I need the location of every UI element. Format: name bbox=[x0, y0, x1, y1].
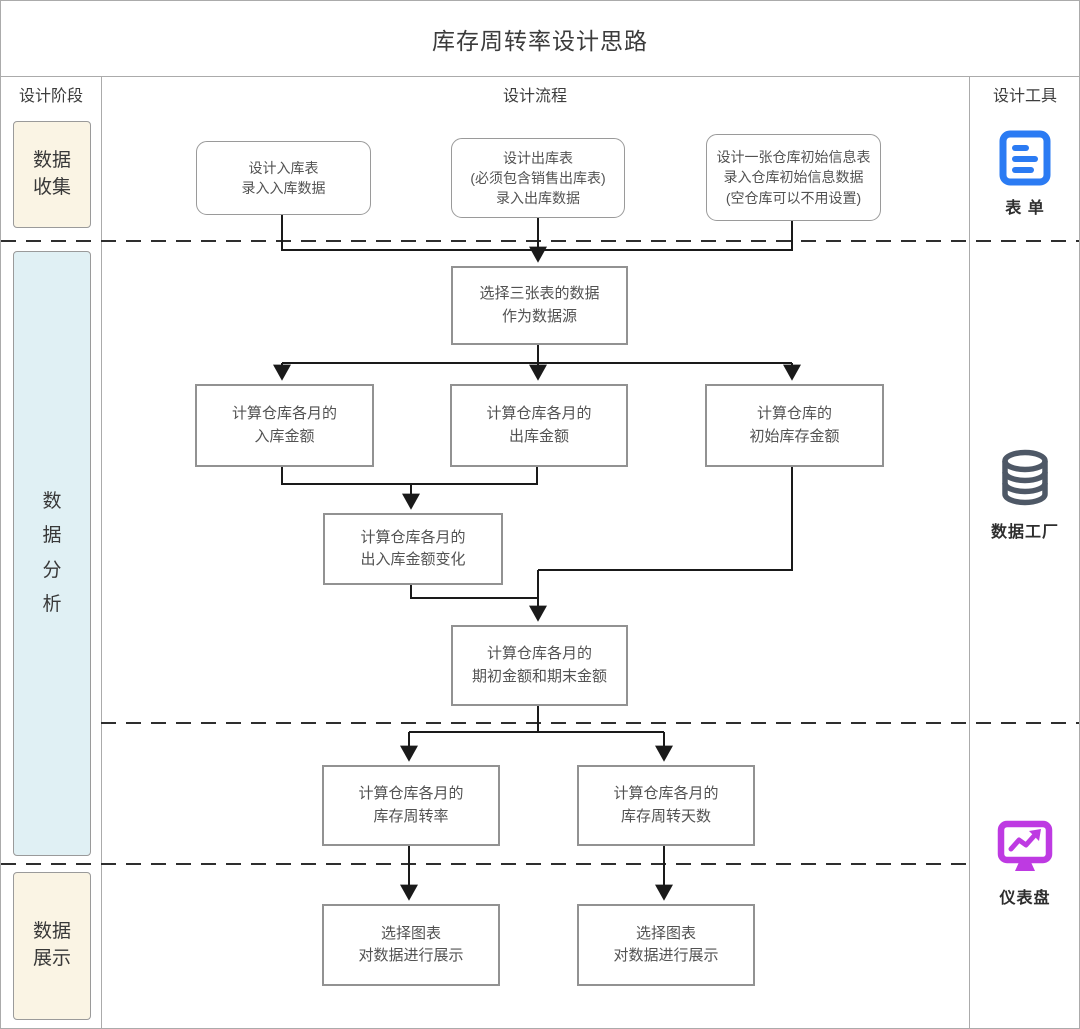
database-icon bbox=[1002, 449, 1048, 506]
flow-node-design-inbound-table: 设计入库表 录入入库数据 bbox=[196, 141, 371, 215]
tool-form: 表 单 bbox=[969, 129, 1079, 218]
column-header-flow: 设计流程 bbox=[502, 87, 567, 105]
dashboard-icon bbox=[997, 820, 1053, 871]
phase-data-display: 数据 展示 bbox=[13, 872, 91, 1020]
page-title: 库存周转率设计思路 bbox=[1, 1, 1079, 77]
flow-node-select-data-source: 选择三张表的数据 作为数据源 bbox=[451, 266, 628, 345]
form-icon bbox=[999, 130, 1051, 186]
flow-node-chart-display-right: 选择图表 对数据进行展示 bbox=[577, 904, 755, 986]
divider-right-column bbox=[969, 76, 970, 1028]
flow-node-calc-inout-change: 计算仓库各月的 出入库金额变化 bbox=[323, 513, 503, 585]
tool-data-factory-label: 数据工厂 bbox=[990, 524, 1059, 541]
flow-node-calc-inbound-amount: 计算仓库各月的 入库金额 bbox=[195, 384, 374, 467]
flow-node-chart-display-left: 选择图表 对数据进行展示 bbox=[322, 904, 500, 986]
tool-dashboard-label: 仪表盘 bbox=[999, 890, 1051, 907]
flow-node-design-initial-info-table: 设计一张仓库初始信息表 录入仓库初始信息数据 (空仓库可以不用设置) bbox=[706, 134, 881, 221]
tool-form-label: 表 单 bbox=[1005, 200, 1045, 217]
flow-node-calc-initial-stock-amount: 计算仓库的 初始库存金额 bbox=[705, 384, 884, 467]
flow-node-calc-turnover-days: 计算仓库各月的 库存周转天数 bbox=[577, 765, 755, 846]
flow-node-design-outbound-table: 设计出库表 (必须包含销售出库表) 录入出库数据 bbox=[451, 138, 625, 218]
flow-node-calc-outbound-amount: 计算仓库各月的 出库金额 bbox=[450, 384, 628, 467]
column-header-phase: 设计阶段 bbox=[18, 87, 83, 105]
flow-node-calc-turnover-rate: 计算仓库各月的 库存周转率 bbox=[322, 765, 500, 846]
phase-data-analysis: 数 据 分 析 bbox=[13, 251, 91, 856]
flow-node-calc-period-amounts: 计算仓库各月的 期初金额和期末金额 bbox=[451, 625, 628, 706]
phase-data-collection: 数据 收集 bbox=[13, 121, 91, 228]
divider-left-column bbox=[101, 76, 102, 1028]
tool-dashboard: 仪表盘 bbox=[969, 819, 1079, 908]
column-header-tool: 设计工具 bbox=[992, 87, 1057, 105]
tool-data-factory: 数据工厂 bbox=[969, 449, 1079, 542]
